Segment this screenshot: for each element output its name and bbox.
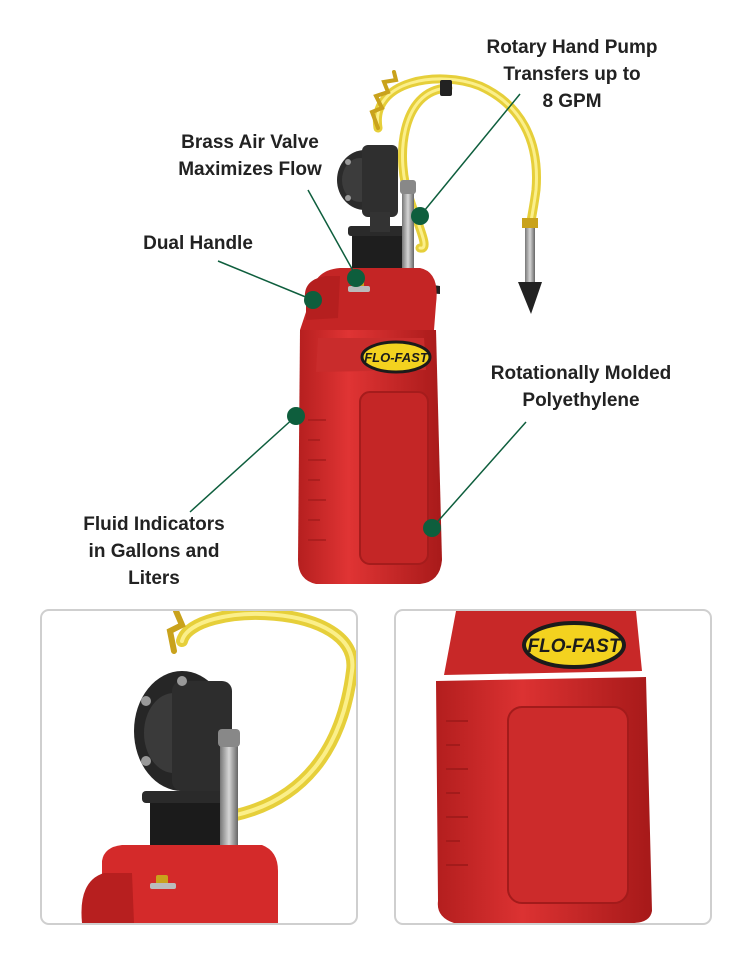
callout-molded-line2: Polyethylene (522, 390, 640, 411)
red-tank: FLO-FAST (298, 268, 442, 584)
callout-rotary-pump: Rotary Hand Pump Transfers up to 8 GPM (472, 34, 672, 115)
nozzle (518, 218, 542, 314)
callout-molded-line1: Rotationally Molded (490, 363, 672, 384)
callout-fluid-indicators-line1: Fluid Indicators (83, 514, 225, 535)
callout-rotary-pump-line2: Transfers up to (503, 64, 641, 85)
callout-dual-handle: Dual Handle (128, 230, 268, 257)
callout-rotary-pump-line1: Rotary Hand Pump (486, 37, 658, 58)
callout-fluid-indicators-line3: Liters (128, 568, 180, 589)
callout-lines (189, 93, 527, 529)
brand-logo-main: FLO-FAST (364, 350, 429, 365)
callout-air-valve-line1: Brass Air Valve (181, 132, 319, 153)
callout-dual-handle-line1: Dual Handle (143, 233, 253, 254)
callout-dot-indicators (287, 407, 305, 425)
detail-panel-tank: FLO-FAST (394, 609, 712, 925)
callout-dot-molded (423, 519, 441, 537)
callout-dots (287, 207, 441, 537)
tank-closeup-image: FLO-FAST (436, 611, 652, 923)
callout-rotary-pump-line3: 8 GPM (542, 91, 602, 112)
detail-panel-pump (40, 609, 358, 925)
callout-fluid-indicators-line2: in Gallons and (88, 541, 220, 562)
callout-dot-handle (304, 291, 322, 309)
fuel-container-illustration: FLO-FAST (189, 70, 542, 584)
callout-dot-pump (411, 207, 429, 225)
callout-dot-valve (347, 269, 365, 287)
brand-logo-closeup: FLO-FAST (528, 636, 622, 657)
callout-air-valve: Brass Air Valve Maximizes Flow (160, 129, 340, 183)
pump-head (337, 145, 408, 272)
callout-fluid-indicators: Fluid Indicators in Gallons and Liters (64, 511, 244, 592)
callout-air-valve-line2: Maximizes Flow (178, 159, 322, 180)
pump-closeup-image (81, 611, 356, 923)
callout-molded: Rotationally Molded Polyethylene (466, 360, 696, 414)
